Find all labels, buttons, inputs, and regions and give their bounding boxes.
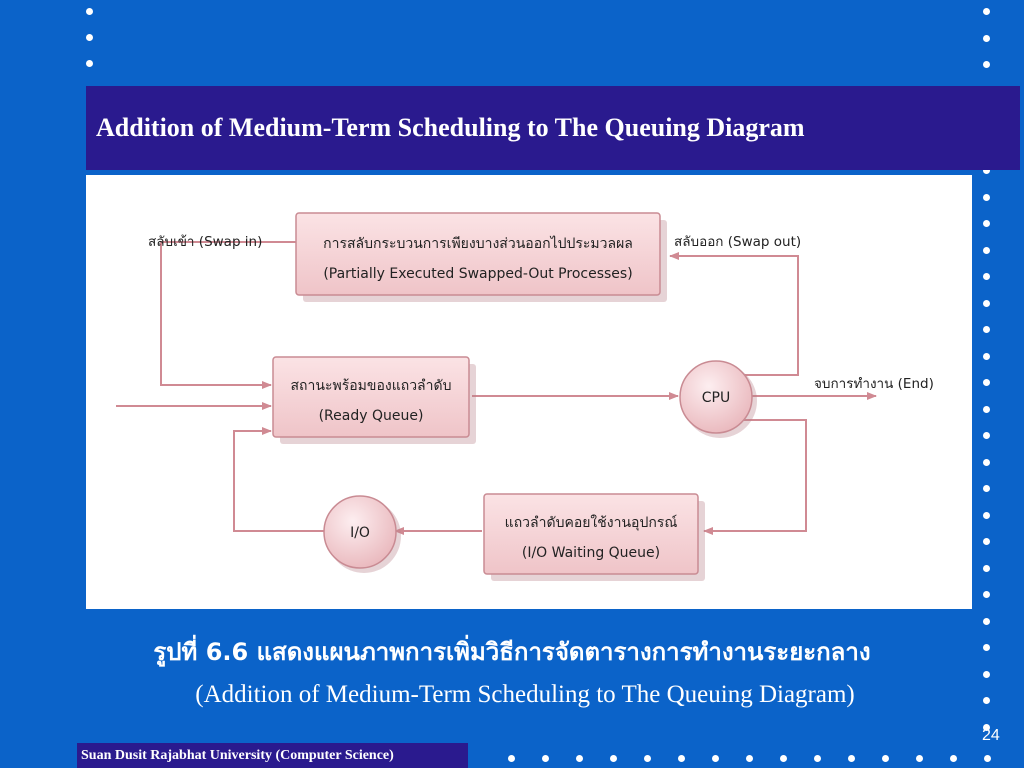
swapped-out-thai: การสลับกระบวนการเพียงบางส่วนออกไปประมวลผ… xyxy=(323,235,633,252)
io-wait-thai: แถวลำดับคอยใช้งานอุปกรณ์ xyxy=(505,514,678,531)
title-bar: Addition of Medium-Term Scheduling to Th… xyxy=(86,86,1020,170)
decorative-dot xyxy=(916,755,923,762)
swap-in-label: สลับเข้า (Swap in) xyxy=(148,234,262,250)
decorative-dot xyxy=(950,755,957,762)
decorative-dot xyxy=(983,538,990,545)
decorative-dot xyxy=(983,511,990,519)
decorative-dot xyxy=(86,34,93,41)
decorative-dot xyxy=(983,273,990,280)
decorative-dot xyxy=(983,379,990,386)
cpu-label: CPU xyxy=(702,390,730,406)
decorative-dot xyxy=(86,8,93,15)
decorative-dot xyxy=(983,458,990,466)
decorative-dot xyxy=(983,299,990,307)
decorative-dot xyxy=(983,246,990,254)
page-number: 24 xyxy=(982,727,1000,744)
queuing-diagram: การสลับกระบวนการเพียงบางส่วนออกไปประมวลผ… xyxy=(116,212,934,581)
io-wait-english: (I/O Waiting Queue) xyxy=(522,545,660,561)
decorative-dot xyxy=(983,485,990,492)
decorative-dot xyxy=(983,34,990,42)
decorative-dot xyxy=(610,755,617,762)
decorative-dot xyxy=(983,723,990,731)
decorative-dot xyxy=(983,167,990,174)
decorative-dots-left xyxy=(86,8,102,86)
decorative-dot xyxy=(983,670,990,678)
io-node: I/O xyxy=(323,495,401,573)
decorative-dot xyxy=(983,8,990,15)
caption-thai: รูปที่ 6.6 แสดงแผนภาพการเพิ่มวิธีการจัดต… xyxy=(153,638,871,666)
decorative-dot xyxy=(983,352,990,360)
cpu-node: CPU xyxy=(679,360,757,438)
footer-text: Suan Dusit Rajabhat University (Computer… xyxy=(81,747,394,763)
decorative-dot xyxy=(983,193,990,201)
arrow-swap-out xyxy=(669,252,799,376)
decorative-dot xyxy=(983,326,990,333)
caption-english: (Addition of Medium-Term Scheduling to T… xyxy=(195,681,855,708)
decorative-dot xyxy=(984,755,991,762)
decorative-dot xyxy=(983,644,990,651)
end-label: จบการทำงาน (End) xyxy=(814,376,934,392)
decorative-dot xyxy=(983,564,990,572)
slide-title: Addition of Medium-Term Scheduling to Th… xyxy=(96,113,805,142)
footer-bar: Suan Dusit Rajabhat University (Computer… xyxy=(77,743,468,768)
ready-queue-thai: สถานะพร้อมของแถวลำดับ xyxy=(291,378,452,394)
arrow-io-ready xyxy=(233,427,324,532)
decorative-dot xyxy=(678,755,685,762)
decorative-dot xyxy=(983,61,990,68)
decorative-dot xyxy=(780,755,787,762)
decorative-dot xyxy=(983,617,990,625)
swapped-out-english: (Partially Executed Swapped-Out Processe… xyxy=(323,266,632,282)
io-wait-box: แถวลำดับคอยใช้งานอุปกรณ์ (I/O Waiting Qu… xyxy=(483,493,705,581)
decorative-dot xyxy=(882,755,889,762)
decorative-dot xyxy=(983,220,990,227)
io-label: I/O xyxy=(350,525,370,541)
decorative-dot xyxy=(848,755,855,762)
decorative-dot xyxy=(746,755,753,762)
ready-queue-english: (Ready Queue) xyxy=(319,408,424,424)
decorative-dot xyxy=(86,60,93,67)
decorative-dot xyxy=(814,755,821,762)
swapped-out-box: การสลับกระบวนการเพียงบางส่วนออกไปประมวลผ… xyxy=(295,212,667,302)
arrow-swap-in xyxy=(160,241,296,389)
decorative-dot xyxy=(712,755,719,762)
decorative-dot xyxy=(508,755,515,762)
decorative-dot xyxy=(644,755,651,762)
decorative-dot xyxy=(983,405,990,413)
decorative-dots-bottom xyxy=(508,755,1018,762)
decorative-dot xyxy=(542,755,549,762)
decorative-dot xyxy=(983,432,990,439)
diagram-panel: การสลับกระบวนการเพียงบางส่วนออกไปประมวลผ… xyxy=(86,175,972,609)
ready-queue-box: สถานะพร้อมของแถวลำดับ (Ready Queue) xyxy=(272,356,476,444)
decorative-dot xyxy=(983,697,990,704)
decorative-dot xyxy=(983,591,990,598)
arrow-cpu-io-wait xyxy=(703,419,807,535)
decorative-dot xyxy=(576,755,583,762)
swap-out-label: สลับออก (Swap out) xyxy=(674,234,801,250)
